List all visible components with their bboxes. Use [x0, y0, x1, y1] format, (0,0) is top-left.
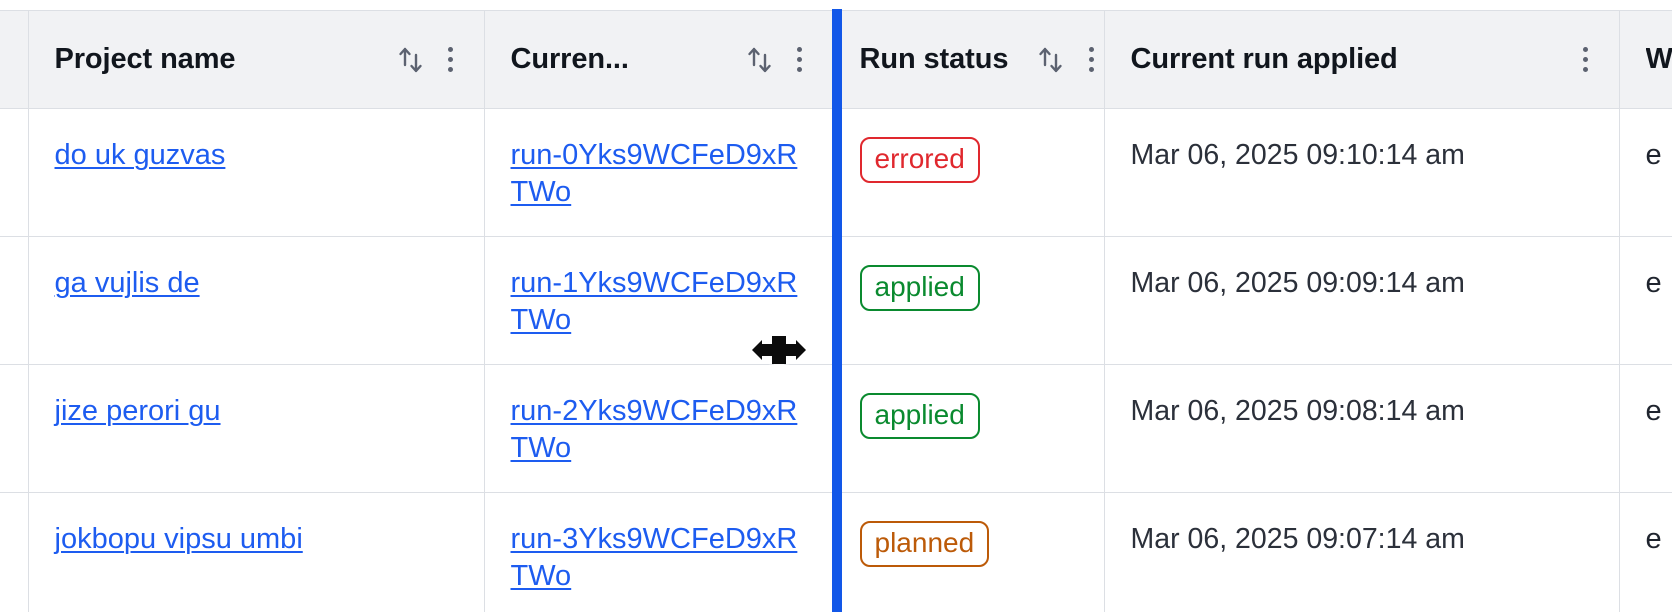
project-name-link[interactable]: jokbopu vipsu umbi	[54, 523, 303, 555]
row-stub-cell	[0, 492, 29, 612]
column-header-run-status-label: Run status	[859, 43, 1009, 75]
sort-icon[interactable]	[1036, 43, 1066, 77]
current-run-applied-value: Mar 06, 2025 09:09:14 am	[1130, 267, 1465, 299]
cell-run-status: applied	[833, 236, 1105, 365]
current-run-link[interactable]: run-2Yks9WCFeD9xRTWo	[510, 395, 798, 464]
status-badge: errored	[859, 137, 980, 184]
cell-project-name: do uk guzvas	[28, 108, 485, 237]
table-row: jokbopu vipsu umbi run-3Yks9WCFeD9xRTWo …	[0, 492, 1672, 612]
header-row: Project name	[0, 10, 1672, 109]
column-header-workspace-partial[interactable]: W	[1619, 10, 1672, 109]
cell-workspace-partial: e	[1619, 236, 1672, 365]
cell-run-status: applied	[833, 364, 1105, 493]
column-header-current-run[interactable]: Curren...	[484, 10, 834, 109]
cell-current-run: run-3Yks9WCFeD9xRTWo	[484, 492, 834, 612]
cell-current-run-applied: Mar 06, 2025 09:07:14 am	[1104, 492, 1620, 612]
status-badge: planned	[859, 521, 990, 568]
workspace-value: e	[1645, 523, 1662, 555]
table-row: jize perori gu run-2Yks9WCFeD9xRTWo appl…	[0, 364, 1672, 493]
table-row: ga vujlis de run-1Yks9WCFeD9xRTWo applie…	[0, 236, 1672, 365]
cell-current-run-applied: Mar 06, 2025 09:08:14 am	[1104, 364, 1620, 493]
status-badge: applied	[859, 265, 980, 312]
status-badge: applied	[859, 393, 980, 440]
cell-current-run-applied: Mar 06, 2025 09:10:14 am	[1104, 108, 1620, 237]
project-name-link[interactable]: do uk guzvas	[54, 139, 226, 171]
column-header-current-run-applied[interactable]: Current run applied	[1104, 10, 1620, 109]
current-run-link[interactable]: run-3Yks9WCFeD9xRTWo	[510, 523, 798, 592]
table-body: do uk guzvas run-0Yks9WCFeD9xRTWo errore…	[0, 108, 1672, 612]
row-stub-cell	[0, 108, 29, 237]
column-header-project-name[interactable]: Project name	[28, 10, 485, 109]
kebab-menu-icon[interactable]	[1076, 43, 1106, 77]
cell-current-run: run-2Yks9WCFeD9xRTWo	[484, 364, 834, 493]
cell-project-name: jokbopu vipsu umbi	[28, 492, 485, 612]
cell-workspace-partial: e	[1619, 364, 1672, 493]
column-header-run-status[interactable]: Run status	[833, 10, 1106, 109]
cell-workspace-partial: e	[1619, 108, 1672, 237]
project-name-link[interactable]: ga vujlis de	[54, 267, 200, 299]
cell-run-status: errored	[833, 108, 1105, 237]
cell-current-run: run-0Yks9WCFeD9xRTWo	[484, 108, 834, 237]
column-header-partial-left	[0, 10, 29, 109]
kebab-menu-icon[interactable]	[436, 43, 466, 77]
table-top-spacer	[0, 0, 1672, 9]
projects-table: Project name	[0, 10, 1672, 612]
current-run-link[interactable]: run-1Yks9WCFeD9xRTWo	[510, 267, 798, 336]
table-row: do uk guzvas run-0Yks9WCFeD9xRTWo errore…	[0, 108, 1672, 237]
workspace-value: e	[1645, 395, 1662, 427]
current-run-applied-value: Mar 06, 2025 09:08:14 am	[1130, 395, 1465, 427]
column-resize-indicator[interactable]	[832, 9, 842, 612]
cell-current-run: run-1Yks9WCFeD9xRTWo	[484, 236, 834, 365]
column-header-current-run-applied-label: Current run applied	[1130, 43, 1398, 75]
project-name-link[interactable]: jize perori gu	[54, 395, 221, 427]
current-run-applied-value: Mar 06, 2025 09:07:14 am	[1130, 523, 1465, 555]
row-stub-cell	[0, 236, 29, 365]
kebab-menu-icon[interactable]	[785, 43, 815, 77]
table-header: Project name	[0, 10, 1672, 109]
cell-project-name: jize perori gu	[28, 364, 485, 493]
column-header-current-run-label: Curren...	[510, 43, 629, 75]
cell-project-name: ga vujlis de	[28, 236, 485, 365]
row-stub-cell	[0, 364, 29, 493]
column-header-workspace-label: W	[1645, 43, 1672, 75]
column-header-project-name-label: Project name	[54, 43, 236, 75]
sort-icon[interactable]	[745, 43, 775, 77]
kebab-menu-icon[interactable]	[1571, 43, 1601, 77]
current-run-link[interactable]: run-0Yks9WCFeD9xRTWo	[510, 139, 798, 208]
cell-workspace-partial: e	[1619, 492, 1672, 612]
workspace-value: e	[1645, 139, 1662, 171]
cell-run-status: planned	[833, 492, 1105, 612]
workspace-value: e	[1645, 267, 1662, 299]
current-run-applied-value: Mar 06, 2025 09:10:14 am	[1130, 139, 1465, 171]
sort-icon[interactable]	[396, 43, 426, 77]
cell-current-run-applied: Mar 06, 2025 09:09:14 am	[1104, 236, 1620, 365]
